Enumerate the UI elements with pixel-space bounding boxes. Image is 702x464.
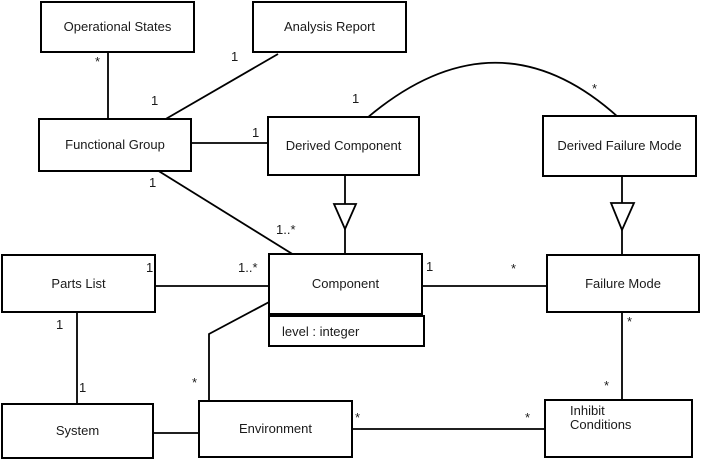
- multiplicity-functional-group-end-component: 1: [149, 175, 157, 190]
- inheritance-arrowhead-icon[interactable]: [332, 203, 358, 232]
- multiplicity-component-end-fg: 1..*: [276, 222, 296, 237]
- multiplicity-component-end-failure-mode: 1: [426, 259, 434, 274]
- class-operational-states[interactable]: Operational States: [40, 1, 195, 53]
- multiplicity-analysis-report-end: 1: [231, 49, 239, 64]
- class-name: Derived Component: [285, 138, 402, 153]
- multiplicity-inhibit-end-environment: *: [525, 410, 531, 425]
- class-name: Component: [311, 276, 380, 291]
- class-name: System: [55, 423, 100, 438]
- class-component-attributes[interactable]: level : integer: [268, 315, 425, 347]
- multiplicity-failure-mode-end-component: *: [511, 261, 517, 276]
- class-derived-failure-mode[interactable]: Derived Failure Mode: [542, 115, 697, 177]
- inheritance-arrowhead-icon[interactable]: [609, 202, 636, 233]
- multiplicity-derived-failure-mode-end-curve: *: [592, 81, 598, 96]
- class-name: Failure Mode: [585, 275, 661, 291]
- class-name: Analysis Report: [283, 19, 376, 34]
- multiplicity-derived-component-end-curve: 1: [352, 91, 360, 106]
- association-environment-component[interactable]: [208, 300, 272, 403]
- class-name: Parts List: [51, 275, 106, 291]
- multiplicity-inhibit-end-failure-mode: *: [604, 378, 610, 393]
- multiplicity-derived-component-end-fg: 1: [252, 125, 260, 140]
- class-functional-group[interactable]: Functional Group: [38, 118, 192, 172]
- multiplicity-environment-end-inhibit: *: [355, 410, 361, 425]
- multiplicity-parts-list-end-component: 1: [146, 260, 154, 275]
- class-name: Functional Group: [65, 137, 165, 152]
- association-analysis-report-functional-group[interactable]: [163, 53, 279, 121]
- class-name: Inhibit Conditions: [570, 403, 632, 432]
- multiplicity-functional-group-end-analysis: 1: [151, 93, 159, 108]
- attribute-text: level : integer: [282, 323, 360, 339]
- multiplicity-parts-list-end-system: 1: [56, 317, 64, 332]
- class-failure-mode[interactable]: Failure Mode: [546, 254, 700, 313]
- class-name: Operational States: [63, 19, 172, 34]
- class-system[interactable]: System: [1, 403, 154, 459]
- multiplicity-system-end-parts-list: 1: [79, 380, 87, 395]
- class-name: Derived Failure Mode: [557, 138, 682, 153]
- class-component[interactable]: Component: [268, 253, 423, 315]
- multiplicity-component-end-parts-list: 1..*: [238, 260, 258, 275]
- association-derived-component-derived-failure-mode[interactable]: [366, 61, 619, 119]
- class-analysis-report[interactable]: Analysis Report: [252, 1, 407, 53]
- class-environment[interactable]: Environment: [198, 400, 353, 458]
- class-parts-list[interactable]: Parts List: [1, 254, 156, 313]
- multiplicity-environment-end-component: *: [192, 375, 198, 390]
- class-derived-component[interactable]: Derived Component: [267, 116, 420, 176]
- class-inhibit-conditions[interactable]: Inhibit Conditions: [544, 399, 693, 458]
- association-functional-group-component[interactable]: [156, 169, 295, 256]
- multiplicity-operational-states-end: *: [95, 54, 101, 69]
- multiplicity-failure-mode-end-inhibit: *: [627, 314, 633, 329]
- class-name: Environment: [239, 421, 312, 436]
